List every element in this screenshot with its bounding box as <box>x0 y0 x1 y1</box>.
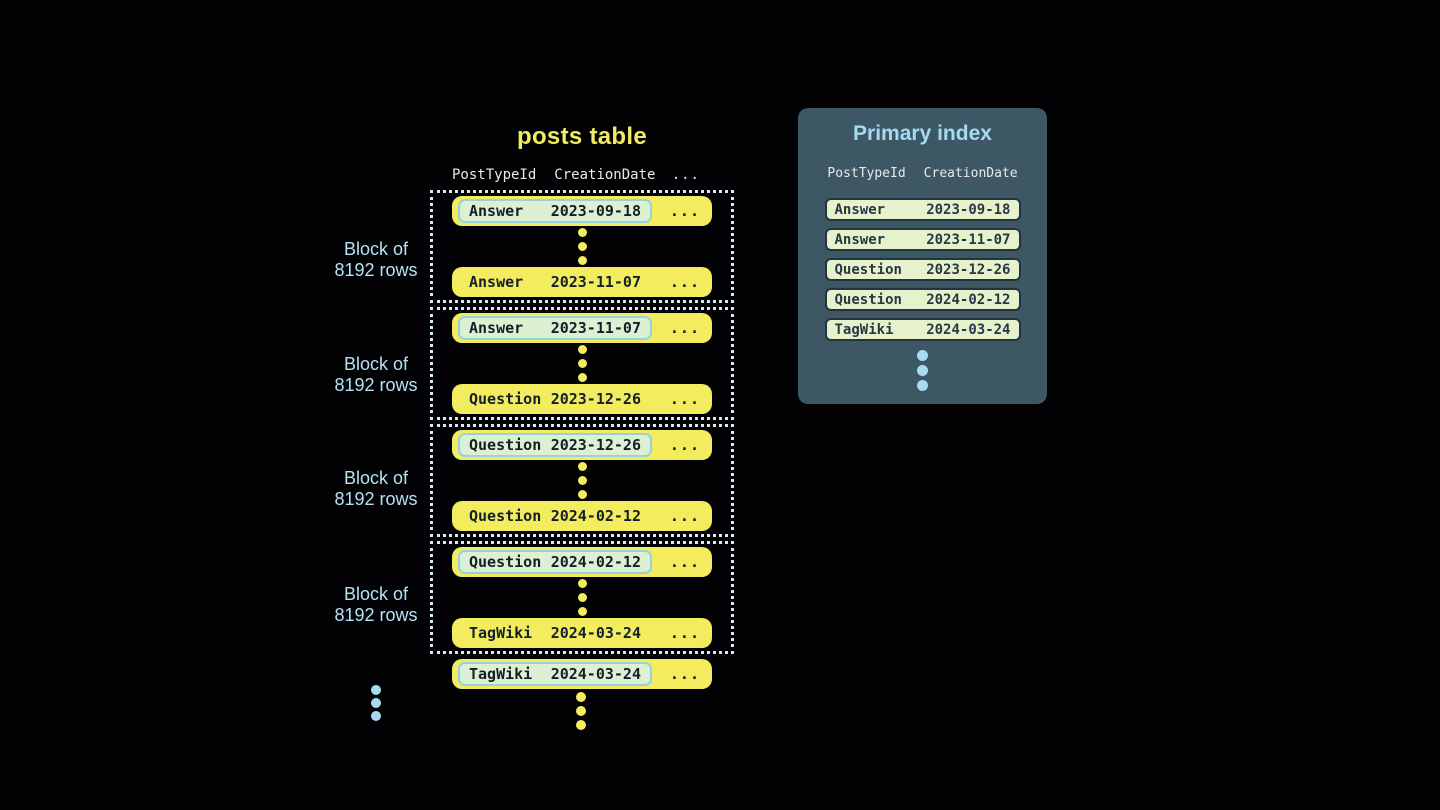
index-entry: Question 2024-02-12 <box>824 288 1021 311</box>
row-ellipsis: ... <box>669 390 700 408</box>
block-size-label-2: Block of 8192 rows <box>301 354 451 396</box>
column-header-creationdate: CreationDate <box>923 166 1018 181</box>
creation-date-cell: 2023-09-18 <box>926 201 1011 218</box>
posts-table-title: posts table <box>517 123 647 150</box>
row-ellipsis: ... <box>669 553 700 571</box>
block-size-label-line1: Block of <box>343 468 409 488</box>
table-row: Answer 2023-11-07 ... <box>452 267 712 297</box>
block-size-label-4: Block of 8192 rows <box>301 584 451 626</box>
creation-date-cell: 2023-12-26 <box>550 436 641 454</box>
post-type-cell: Answer <box>834 201 886 218</box>
post-type-cell: Answer <box>469 202 524 220</box>
table-row: Answer 2023-09-18 ... <box>452 196 712 226</box>
block-size-label-3: Block of 8192 rows <box>301 468 451 510</box>
creation-date-cell: 2024-03-24 <box>926 321 1011 338</box>
post-type-cell: TagWiki <box>834 321 894 338</box>
index-key-highlight: Question 2023-12-26 <box>458 433 652 457</box>
block-size-label-line2: 8192 rows <box>334 489 418 509</box>
more-index-entries-ellipsis-dots <box>798 350 1047 391</box>
more-blocks-ellipsis-dots <box>371 685 381 721</box>
more-rows-ellipsis-dots <box>576 692 586 730</box>
index-key-highlight: Answer 2023-11-07 <box>458 316 652 340</box>
post-type-cell: Answer <box>469 273 524 291</box>
row-values: Answer 2023-11-07 <box>458 270 652 294</box>
row-ellipsis: ... <box>669 319 700 337</box>
creation-date-cell: 2024-02-12 <box>926 291 1011 308</box>
row-blocks: Answer 2023-09-18 ... Answer 2023-11-07 … <box>430 190 734 654</box>
row-values: Question 2024-02-12 <box>458 504 652 528</box>
block-size-label-line1: Block of <box>343 584 409 604</box>
column-header-posttypeid: PostTypeId <box>452 167 537 183</box>
post-type-cell: Question <box>469 507 542 525</box>
index-key-highlight: Answer 2023-09-18 <box>458 199 652 223</box>
block-size-label-line1: Block of <box>343 354 409 374</box>
post-type-cell: TagWiki <box>469 624 533 642</box>
column-header-posttypeid: PostTypeId <box>827 166 906 181</box>
post-type-cell: Question <box>469 553 542 571</box>
post-type-cell: Question <box>469 390 542 408</box>
block-size-label-1: Block of 8192 rows <box>301 239 451 281</box>
row-values: TagWiki 2024-03-24 <box>458 621 652 645</box>
table-row: TagWiki 2024-03-24 ... <box>452 618 712 648</box>
post-type-cell: Answer <box>834 231 886 248</box>
index-key-highlight: TagWiki 2024-03-24 <box>458 662 652 686</box>
row-ellipsis: ... <box>669 436 700 454</box>
index-entry: Answer 2023-09-18 <box>824 198 1021 221</box>
block-size-label-line2: 8192 rows <box>334 260 418 280</box>
creation-date-cell: 2024-02-12 <box>550 507 641 525</box>
creation-date-cell: 2023-11-07 <box>550 273 641 291</box>
post-type-cell: Answer <box>469 319 524 337</box>
creation-date-cell: 2023-11-07 <box>550 319 641 337</box>
creation-date-cell: 2023-11-07 <box>926 231 1011 248</box>
row-ellipsis: ... <box>669 273 700 291</box>
creation-date-cell: 2023-12-26 <box>550 390 641 408</box>
hidden-rows-ellipsis-dots <box>577 228 587 265</box>
table-row: Question 2023-12-26 ... <box>452 430 712 460</box>
primary-index-column-headers: PostTypeId CreationDate <box>798 166 1047 181</box>
row-block-1: Answer 2023-09-18 ... Answer 2023-11-07 … <box>430 190 734 303</box>
row-ellipsis: ... <box>669 202 700 220</box>
block-size-label-line2: 8192 rows <box>334 605 418 625</box>
row-ellipsis: ... <box>669 507 700 525</box>
hidden-rows-ellipsis-dots <box>577 345 587 382</box>
row-ellipsis: ... <box>669 665 700 683</box>
post-type-cell: TagWiki <box>469 665 533 683</box>
creation-date-cell: 2024-03-24 <box>550 624 641 642</box>
row-block-4: Question 2024-02-12 ... TagWiki 2024-03-… <box>430 541 734 654</box>
hidden-rows-ellipsis-dots <box>577 579 587 616</box>
post-type-cell: Question <box>469 436 542 454</box>
post-type-cell: Question <box>834 291 902 308</box>
column-header-ellipsis: ... <box>671 167 700 183</box>
table-row: Answer 2023-11-07 ... <box>452 313 712 343</box>
creation-date-cell: 2023-09-18 <box>550 202 641 220</box>
row-block-3: Question 2023-12-26 ... Question 2024-02… <box>430 424 734 537</box>
column-header-creationdate: CreationDate <box>554 167 656 183</box>
index-entry: TagWiki 2024-03-24 <box>824 318 1021 341</box>
hidden-rows-ellipsis-dots <box>577 462 587 499</box>
creation-date-cell: 2023-12-26 <box>926 261 1011 278</box>
post-type-cell: Question <box>834 261 902 278</box>
row-ellipsis: ... <box>669 624 700 642</box>
table-row: TagWiki 2024-03-24 ... <box>452 659 712 689</box>
primary-index-entries: Answer 2023-09-18 Answer 2023-11-07 Ques… <box>798 198 1047 341</box>
table-row: Question 2024-02-12 ... <box>452 547 712 577</box>
table-row: Question 2023-12-26 ... <box>452 384 712 414</box>
primary-index-panel: Primary index PostTypeId CreationDate An… <box>798 108 1047 404</box>
row-values: Question 2023-12-26 <box>458 387 652 411</box>
creation-date-cell: 2024-02-12 <box>550 553 641 571</box>
primary-index-title: Primary index <box>853 122 992 145</box>
creation-date-cell: 2024-03-24 <box>550 665 641 683</box>
block-size-label-line2: 8192 rows <box>334 375 418 395</box>
index-entry: Question 2023-12-26 <box>824 258 1021 281</box>
index-entry: Answer 2023-11-07 <box>824 228 1021 251</box>
block-size-label-line1: Block of <box>343 239 409 259</box>
index-key-highlight: Question 2024-02-12 <box>458 550 652 574</box>
posts-table-column-headers: PostTypeId CreationDate ... <box>452 167 700 183</box>
table-row: Question 2024-02-12 ... <box>452 501 712 531</box>
row-block-2: Answer 2023-11-07 ... Question 2023-12-2… <box>430 307 734 420</box>
